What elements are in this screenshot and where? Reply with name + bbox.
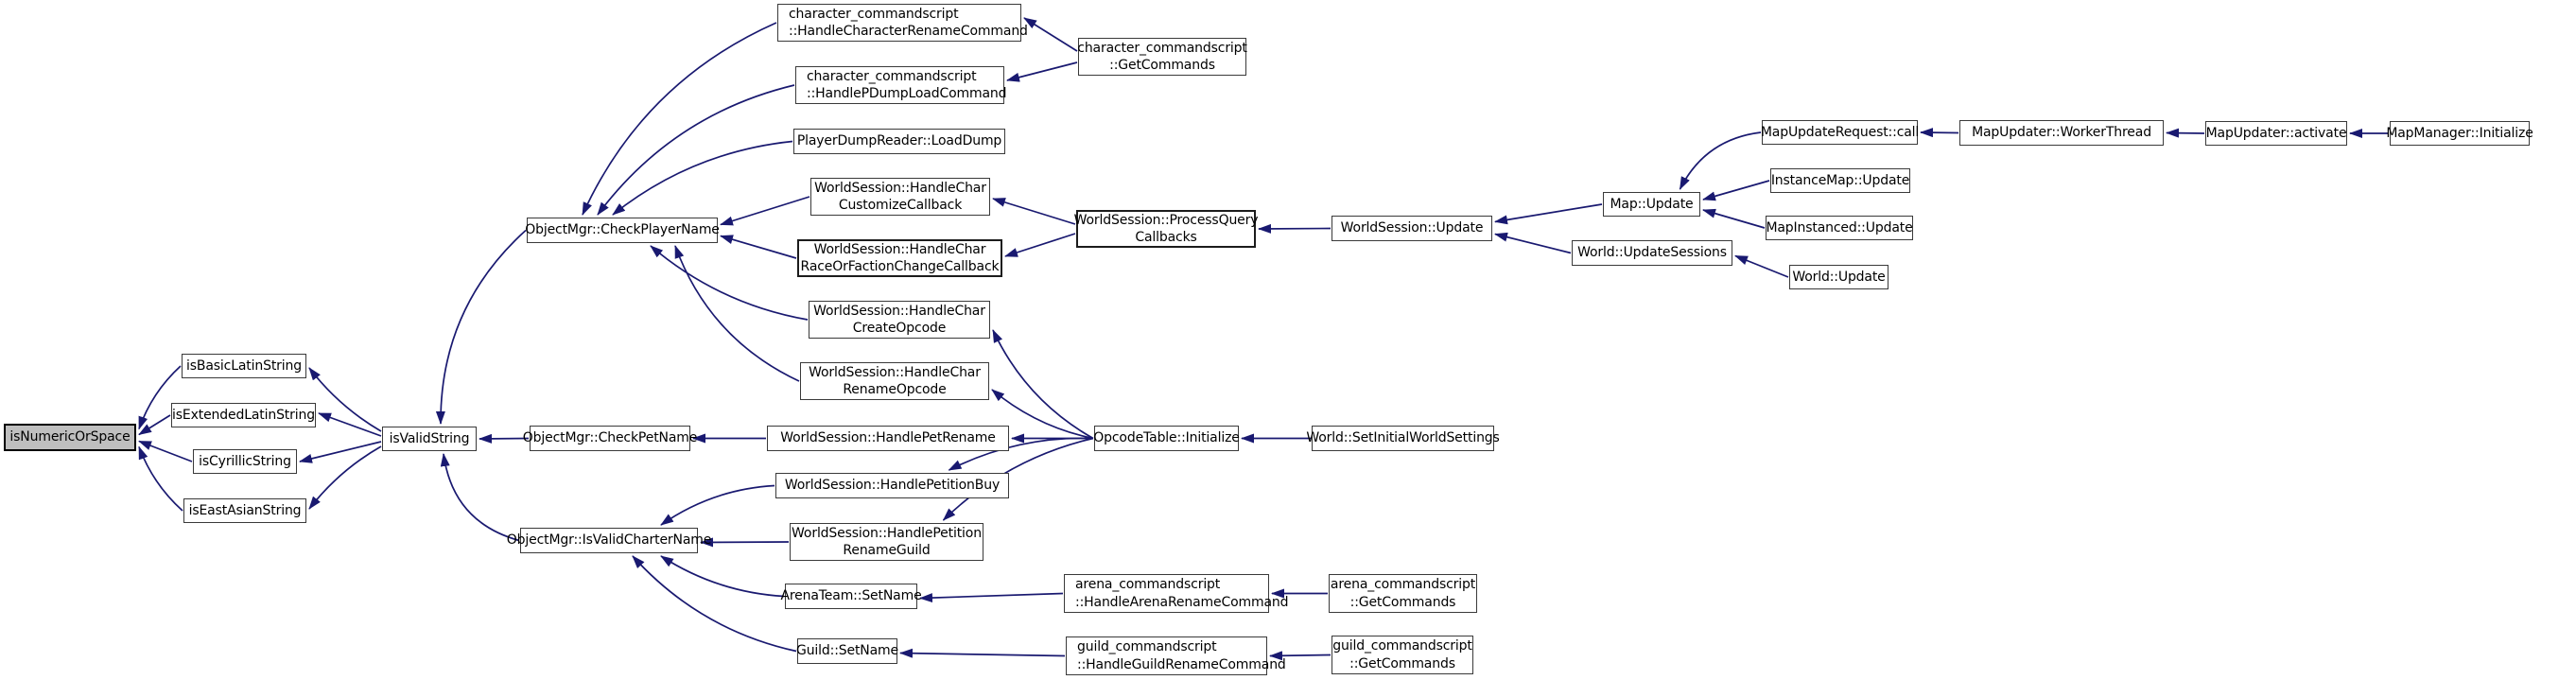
edge-guild-set-name-is-valid-charter-name: [632, 555, 797, 653]
node-map-updater-activate[interactable]: MapUpdater::activate: [2205, 121, 2347, 146]
edge-is-cyrillic-string-is-numeric-or-space: [138, 440, 193, 462]
node-map-manager-initialize[interactable]: MapManager::Initialize: [2386, 121, 2533, 146]
node-is-valid-charter-name[interactable]: ObjectMgr::IsValidCharterName: [507, 528, 711, 553]
node-handle-petition-rename-guild[interactable]: WorldSession::HandlePetition RenameGuild: [790, 523, 983, 561]
edge-opcode-table-initialize-handle-petition-rename-guild: [942, 437, 1094, 521]
node-world-update-sessions[interactable]: World::UpdateSessions: [1572, 240, 1732, 266]
node-character-get-commands[interactable]: character_commandscript ::GetCommands: [1077, 38, 1247, 76]
node-handle-pet-rename[interactable]: WorldSession::HandlePetRename: [767, 426, 1009, 451]
edge-world-update-world-update-sessions: [1734, 254, 1789, 278]
edge-handle-guild-rename-command-guild-set-name: [899, 648, 1066, 658]
edge-handle-char-race-or-faction-change-callback-check-player-name: [720, 235, 797, 259]
edge-map-instanced-update-map-update: [1702, 208, 1766, 229]
edge-player-dump-reader-load-dump-check-player-name: [612, 140, 793, 216]
edge-is-east-asian-string-is-numeric-or-space: [138, 445, 183, 512]
node-arena-team-set-name[interactable]: ArenaTeam::SetName: [780, 584, 922, 609]
edge-character-get-commands-handle-pdump-load-command: [1006, 61, 1078, 82]
edge-handle-char-customize-callback-check-player-name: [720, 196, 810, 226]
node-instance-map-update[interactable]: InstanceMap::Update: [1770, 168, 1910, 193]
edge-check-pet-name-is-valid-string: [479, 433, 530, 444]
node-is-basic-latin-string[interactable]: isBasicLatinString: [182, 354, 306, 378]
node-map-instanced-update[interactable]: MapInstanced::Update: [1766, 216, 1913, 240]
edge-is-basic-latin-string-is-numeric-or-space: [138, 365, 182, 430]
node-map-updater-worker-thread[interactable]: MapUpdater::WorkerThread: [1959, 120, 2164, 146]
edge-map-updater-worker-thread-map-update-request-call: [1920, 128, 1959, 138]
edge-handle-pdump-load-command-check-player-name: [597, 84, 795, 216]
edge-character-get-commands-handle-character-rename-command: [1023, 17, 1078, 52]
edge-handle-petition-rename-guild-is-valid-charter-name: [700, 537, 790, 548]
edge-handle-petition-buy-is-valid-charter-name: [660, 484, 775, 526]
edge-check-player-name-is-valid-string: [435, 229, 527, 425]
node-process-query-callbacks[interactable]: WorldSession::ProcessQuery Callbacks: [1074, 210, 1259, 248]
node-handle-char-customize-callback[interactable]: WorldSession::HandleChar CustomizeCallba…: [810, 178, 990, 216]
node-handle-character-rename-command[interactable]: character_commandscript ::HandleCharacte…: [777, 4, 1028, 42]
edge-arena-team-set-name-is-valid-charter-name: [660, 555, 785, 598]
edge-opcode-table-initialize-handle-char-rename-opcode: [991, 389, 1094, 440]
edge-instance-map-update-map-update: [1702, 180, 1770, 201]
edge-map-update-world-session-update: [1494, 203, 1603, 225]
node-set-initial-world-settings[interactable]: World::SetInitialWorldSettings: [1306, 426, 1500, 451]
edge-handle-arena-rename-command-arena-team-set-name: [919, 592, 1064, 603]
edge-world-session-update-process-query-callbacks: [1258, 223, 1332, 234]
node-world-session-update[interactable]: WorldSession::Update: [1332, 216, 1492, 241]
edge-map-updater-activate-map-updater-worker-thread: [2166, 128, 2205, 138]
edge-world-update-sessions-world-session-update: [1494, 232, 1572, 254]
node-check-pet-name[interactable]: ObjectMgr::CheckPetName: [523, 426, 697, 451]
edge-is-valid-string-is-extended-latin-string: [318, 412, 382, 437]
edge-handle-char-rename-opcode-check-player-name: [674, 245, 800, 382]
edge-process-query-callbacks-handle-char-customize-callback: [992, 198, 1076, 225]
node-handle-pdump-load-command[interactable]: character_commandscript ::HandlePDumpLoa…: [795, 66, 1007, 104]
node-handle-char-race-or-faction-change-callback[interactable]: WorldSession::HandleChar RaceOrFactionCh…: [797, 239, 1002, 277]
edge-handle-character-rename-command-check-player-name: [582, 22, 777, 216]
edge-process-query-callbacks-handle-char-race-or-faction-change-callback: [1004, 233, 1076, 257]
node-arena-get-commands[interactable]: arena_commandscript ::GetCommands: [1329, 574, 1477, 613]
node-player-dump-reader-load-dump[interactable]: PlayerDumpReader::LoadDump: [793, 129, 1005, 154]
edge-opcode-table-initialize-handle-petition-buy: [948, 437, 1094, 471]
node-is-east-asian-string[interactable]: isEastAsianString: [183, 498, 306, 523]
node-handle-char-create-opcode[interactable]: WorldSession::HandleChar CreateOpcode: [809, 301, 990, 339]
node-is-cyrillic-string[interactable]: isCyrillicString: [193, 449, 297, 474]
node-handle-guild-rename-command[interactable]: guild_commandscript ::HandleGuildRenameC…: [1066, 636, 1286, 675]
node-guild-set-name[interactable]: Guild::SetName: [796, 638, 898, 664]
node-handle-char-rename-opcode[interactable]: WorldSession::HandleChar RenameOpcode: [800, 362, 989, 400]
edge-is-valid-string-is-basic-latin-string: [308, 367, 382, 432]
edge-guild-get-commands-handle-guild-rename-command: [1269, 651, 1332, 661]
node-is-valid-string[interactable]: isValidString: [382, 427, 477, 451]
node-handle-arena-rename-command[interactable]: arena_commandscript ::HandleArenaRenameC…: [1064, 574, 1289, 613]
edge-handle-char-create-opcode-check-player-name: [650, 245, 809, 321]
edge-is-valid-string-is-east-asian-string: [308, 445, 382, 510]
node-check-player-name[interactable]: ObjectMgr::CheckPlayerName: [525, 218, 720, 243]
node-map-update-request-call[interactable]: MapUpdateRequest::call: [1761, 120, 1919, 145]
node-is-extended-latin-string[interactable]: isExtendedLatinString: [171, 403, 316, 427]
edge-is-extended-latin-string-is-numeric-or-space: [138, 414, 171, 436]
node-is-numeric-or-space: isNumericOrSpace: [4, 424, 136, 451]
edge-opcode-table-initialize-handle-char-create-opcode: [992, 329, 1094, 440]
node-guild-get-commands[interactable]: guild_commandscript ::GetCommands: [1332, 636, 1473, 674]
edge-is-valid-charter-name-is-valid-string: [440, 453, 520, 542]
node-opcode-table-initialize[interactable]: OpcodeTable::Initialize: [1093, 426, 1240, 451]
edge-map-update-request-call-map-update: [1679, 131, 1762, 190]
node-world-update[interactable]: World::Update: [1789, 265, 1888, 289]
node-handle-petition-buy[interactable]: WorldSession::HandlePetitionBuy: [775, 473, 1009, 498]
edge-is-valid-string-is-cyrillic-string: [299, 441, 382, 463]
node-map-update[interactable]: Map::Update: [1603, 192, 1700, 217]
